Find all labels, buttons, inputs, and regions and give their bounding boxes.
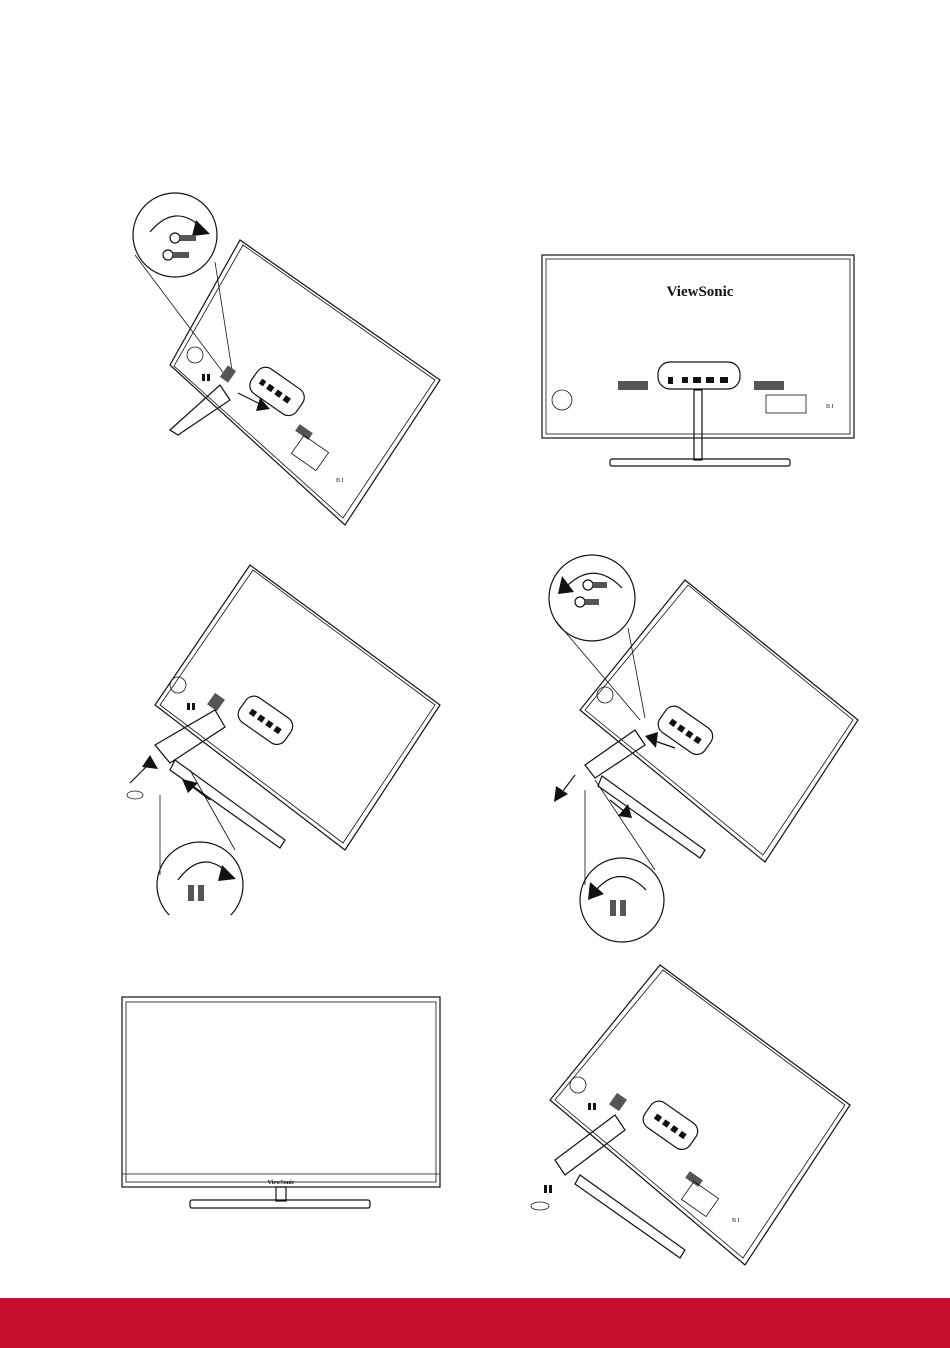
joystick-icon xyxy=(570,1077,586,1093)
svg-text:B I: B I xyxy=(732,1218,740,1224)
label-sticker xyxy=(766,395,806,413)
io-port-bay xyxy=(639,1097,701,1153)
monitor-rear-angled-drawing: B I xyxy=(520,960,870,1280)
thumbscrew-icon xyxy=(531,1202,549,1210)
arrow-left-icon xyxy=(645,732,658,748)
step-attach-base-illustration xyxy=(110,555,450,915)
zoom-callout-circle xyxy=(133,193,217,277)
monitor-rear-angled-drawing xyxy=(110,555,450,915)
arrow-down-icon xyxy=(554,786,568,802)
stand-neck xyxy=(276,1187,286,1201)
stand-base xyxy=(598,776,705,858)
thumbscrew-icon xyxy=(127,791,143,799)
screw-icon xyxy=(163,233,196,260)
io-port-bay xyxy=(658,362,740,389)
io-port-bay xyxy=(234,692,296,748)
joystick-icon xyxy=(552,390,572,410)
svg-text:B I: B I xyxy=(826,404,834,410)
vent-grille xyxy=(220,365,236,382)
step-detach-base-illustration xyxy=(540,550,870,945)
vent-grille xyxy=(618,381,648,390)
monitor-rear-angled-drawing: B I xyxy=(110,190,460,535)
brand-logo: ViewSonic xyxy=(667,284,734,300)
footer-bar xyxy=(0,1298,950,1348)
arrow-right-icon xyxy=(618,804,632,818)
brand-logo: ViewSonic xyxy=(268,1180,295,1186)
stand-neck xyxy=(585,730,645,778)
step-rear-view-illustration: ViewSonic B I xyxy=(530,245,870,480)
step-remove-screws-illustration: B I xyxy=(110,190,460,535)
step-base-removed-illustration: B I xyxy=(520,960,870,1280)
arrow-left-icon xyxy=(182,779,198,793)
monitor-rear-angled-drawing xyxy=(540,550,870,945)
monitor-rear-straight-drawing: ViewSonic B I xyxy=(530,245,870,480)
svg-text:B I: B I xyxy=(336,478,344,484)
arrow-up-icon xyxy=(142,755,158,769)
stand-neck xyxy=(155,710,225,763)
step-front-view-illustration: ViewSonic xyxy=(110,990,450,1220)
monitor-screen xyxy=(126,1002,436,1182)
stand-base xyxy=(575,1175,685,1258)
rotate-counterclockwise-icon xyxy=(596,877,646,891)
io-port-bay xyxy=(654,702,716,758)
monitor-back-panel xyxy=(550,965,850,1265)
monitor-back-panel xyxy=(155,565,440,850)
io-port-bay xyxy=(246,363,308,419)
stand-neck xyxy=(694,390,702,460)
stand-neck xyxy=(555,1115,625,1175)
stand-base xyxy=(170,760,285,848)
monitor-back-panel xyxy=(542,255,854,438)
monitor-front-drawing: ViewSonic xyxy=(110,990,450,1220)
joystick-icon xyxy=(187,347,203,363)
monitor-bezel xyxy=(122,997,440,1187)
monitor-back-panel xyxy=(170,240,440,525)
joystick-icon xyxy=(597,687,613,703)
